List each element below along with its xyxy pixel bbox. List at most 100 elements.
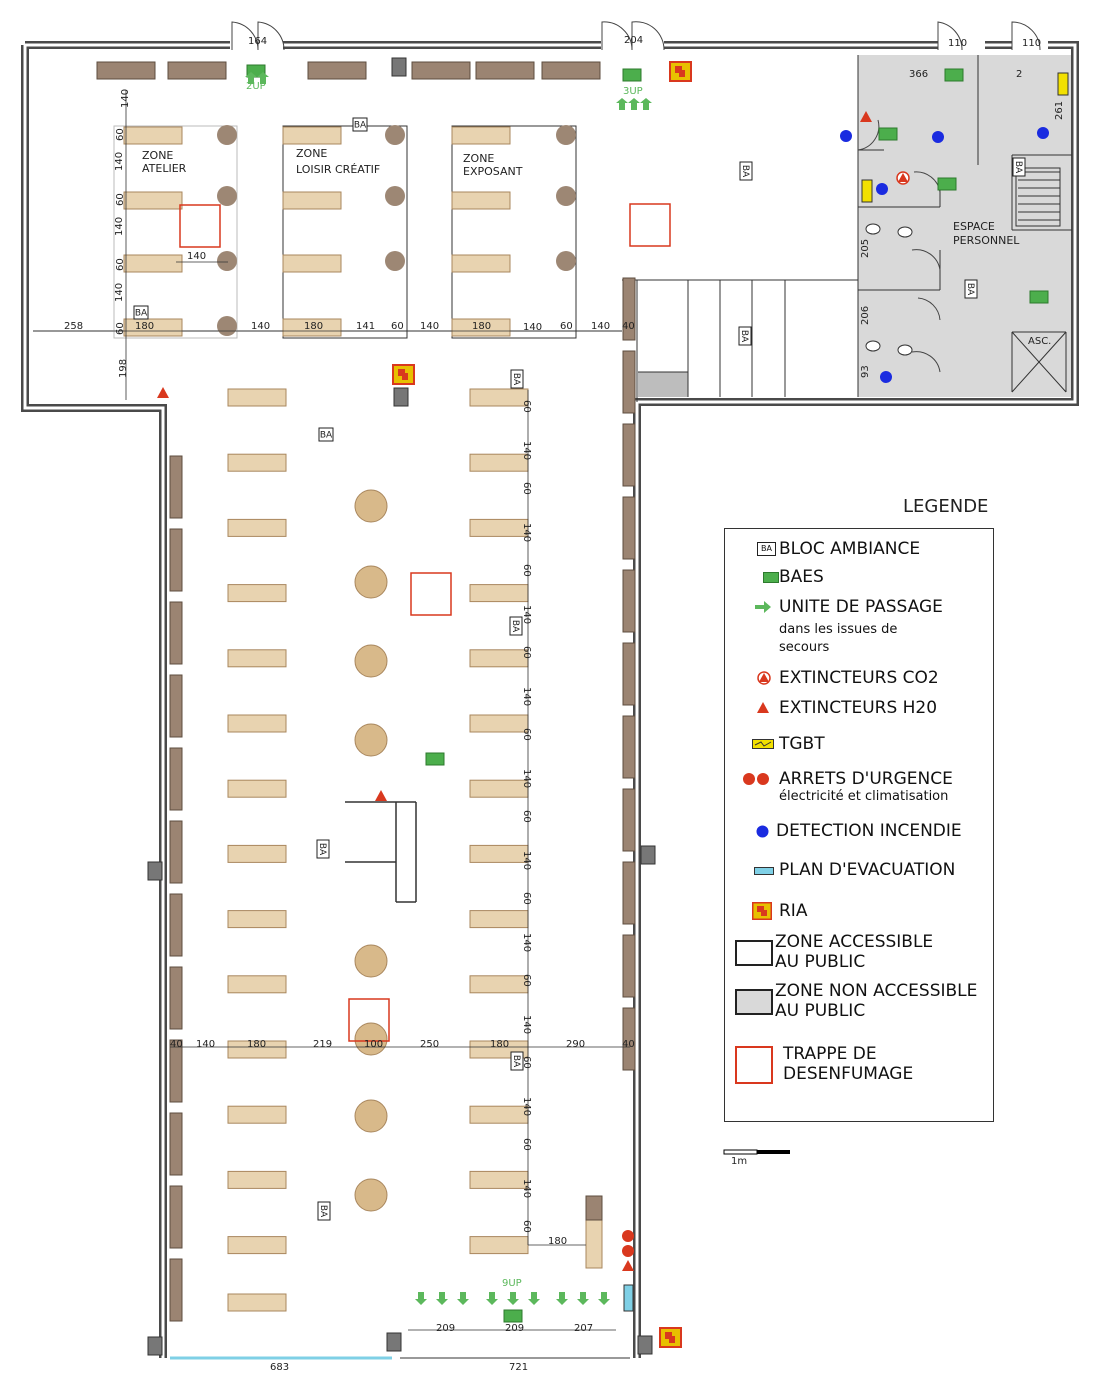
dim-bottom-door-1: 209 <box>436 1323 455 1334</box>
smoke-hatch-0 <box>179 204 221 248</box>
workshop-zones <box>113 125 577 903</box>
dim-bottom-door-3: 207 <box>574 1323 593 1334</box>
dim-mid-250: 250 <box>420 1039 439 1050</box>
bloc-ambiance-box <box>510 369 524 389</box>
left-stand-4 <box>169 747 183 811</box>
hall-right-table-13 <box>469 1236 529 1255</box>
emergency-stop-1 <box>622 1245 634 1257</box>
zone-1-table-1 <box>282 191 342 210</box>
dim-top-140b: 140 <box>420 321 439 332</box>
legend-label-detection-incendie: DETECTION INCENDIE <box>776 821 962 841</box>
dim-door-left: 164 <box>248 36 267 47</box>
zone-round-9 <box>556 251 576 271</box>
interior-door-1 <box>911 249 941 271</box>
legend-label-ria: RIA <box>779 901 808 921</box>
fire-detector-1 <box>932 131 944 143</box>
bloc-ambiance-text: BA <box>320 431 333 441</box>
zone-2-table-2 <box>451 254 511 273</box>
dim-top-180b: 180 <box>304 321 323 332</box>
dim-atelier-v-5: 198 <box>118 359 129 378</box>
zone-atelier-label-1: ZONE <box>142 149 173 162</box>
pillar-0 <box>147 861 163 881</box>
dim-mid-140: 140 <box>196 1039 215 1050</box>
fire-detector-icon <box>756 825 769 838</box>
fire-detector-2 <box>1037 127 1049 139</box>
pillar-1 <box>147 1336 163 1356</box>
interior-door-2 <box>917 297 941 321</box>
hall-right-table-7 <box>469 844 529 863</box>
dim-mid-219: 219 <box>313 1039 332 1050</box>
dim-top-40: 40 <box>622 321 635 332</box>
passage-arrow-up-3 <box>628 98 640 110</box>
fire-detector-3 <box>876 183 888 195</box>
dim-atelier-140: 140 <box>187 251 206 262</box>
right-stand-0 <box>622 277 636 341</box>
dim-door-right-2: 110 <box>1022 38 1041 49</box>
hall-left-table-6 <box>227 779 287 798</box>
legend-item-bloc-ambiance: BA BLOC AMBIANCE <box>757 539 920 559</box>
dim-mid-40b: 40 <box>622 1039 635 1050</box>
hall-left-table-2 <box>227 518 287 537</box>
hall-dim-17: 140 <box>521 1097 532 1116</box>
legend-label-tgbt: TGBT <box>779 734 825 754</box>
fire-detector-0 <box>840 130 852 142</box>
left-stand-9 <box>169 1112 183 1176</box>
dimension-lines <box>33 90 630 1331</box>
staff-zone-swatch <box>735 989 773 1015</box>
hall-dim-6: 60 <box>521 646 532 659</box>
pillar-6 <box>393 387 409 407</box>
left-stand-2 <box>169 601 183 665</box>
zone-2-table-0 <box>451 126 511 145</box>
hall-left-table-11 <box>227 1105 287 1124</box>
passage-arrow-down-0 <box>415 1292 427 1305</box>
dim-205: 205 <box>860 239 871 258</box>
dim-atelier-60-1: 60 <box>115 128 126 141</box>
zone-0-table-2 <box>123 254 183 273</box>
bloc-ambiance-9: BA <box>316 839 330 859</box>
legend-sub-unite-passage: dans les issues de secours <box>779 622 898 655</box>
smoke-hatch-1 <box>629 203 671 247</box>
dim-top-60: 60 <box>391 321 404 332</box>
emergency-stop-icon <box>743 773 769 785</box>
pillar-4 <box>637 1335 653 1355</box>
hall-dim-8: 60 <box>521 728 532 741</box>
hall-dim-4: 60 <box>521 564 532 577</box>
hall-round-3 <box>354 723 388 757</box>
up-label-top-left: 2UP <box>246 81 266 92</box>
legend-label-extincteurs-h2o: EXTINCTEURS H20 <box>779 698 938 718</box>
co2-extinguisher-mark <box>898 173 908 182</box>
door-3 <box>631 21 665 51</box>
bloc-ambiance-2: BA <box>318 427 334 442</box>
legend-sub-trappe: DESENFUMAGE <box>783 1064 914 1084</box>
bloc-ambiance-6: BA <box>133 305 149 320</box>
baes-3 <box>878 127 898 141</box>
dim-top-60b: 60 <box>560 321 573 332</box>
door-4 <box>937 21 963 51</box>
tgbt-0 <box>1057 72 1069 96</box>
hall-right-table-8 <box>469 910 529 929</box>
bloc-ambiance-box <box>133 305 149 320</box>
bloc-ambiance-box <box>964 279 978 299</box>
public-zone-swatch <box>735 940 773 966</box>
bloc-ambiance-8: BA <box>509 616 523 636</box>
bloc-ambiance-text: BA <box>510 620 520 633</box>
legend-title: LEGENDE <box>903 496 989 517</box>
zone-round-8 <box>556 186 576 206</box>
hall-round-7 <box>354 1178 388 1212</box>
bloc-ambiance-box <box>318 427 334 442</box>
zone-loisir-box <box>282 125 408 339</box>
legend-label-unite-passage: UNITE DE PASSAGE <box>779 597 943 617</box>
dim-atelier-60-4: 60 <box>115 322 126 335</box>
legend-label-baes: BAES <box>779 567 824 587</box>
tgbt-icon <box>752 739 774 749</box>
zone-2-table-3 <box>451 318 511 337</box>
dim-atelier-v-1: 140 <box>120 89 131 108</box>
ria-icon <box>752 902 772 920</box>
tgbt-1 <box>861 179 873 203</box>
co2-extinguisher-icon <box>757 671 771 685</box>
passage-arrow-down-6 <box>556 1292 568 1305</box>
bloc-ambiance-5: BA <box>1012 157 1026 177</box>
legend-item-detection-incendie: DETECTION INCENDIE <box>756 821 962 841</box>
up-label-top-right: 3UP <box>623 86 643 97</box>
